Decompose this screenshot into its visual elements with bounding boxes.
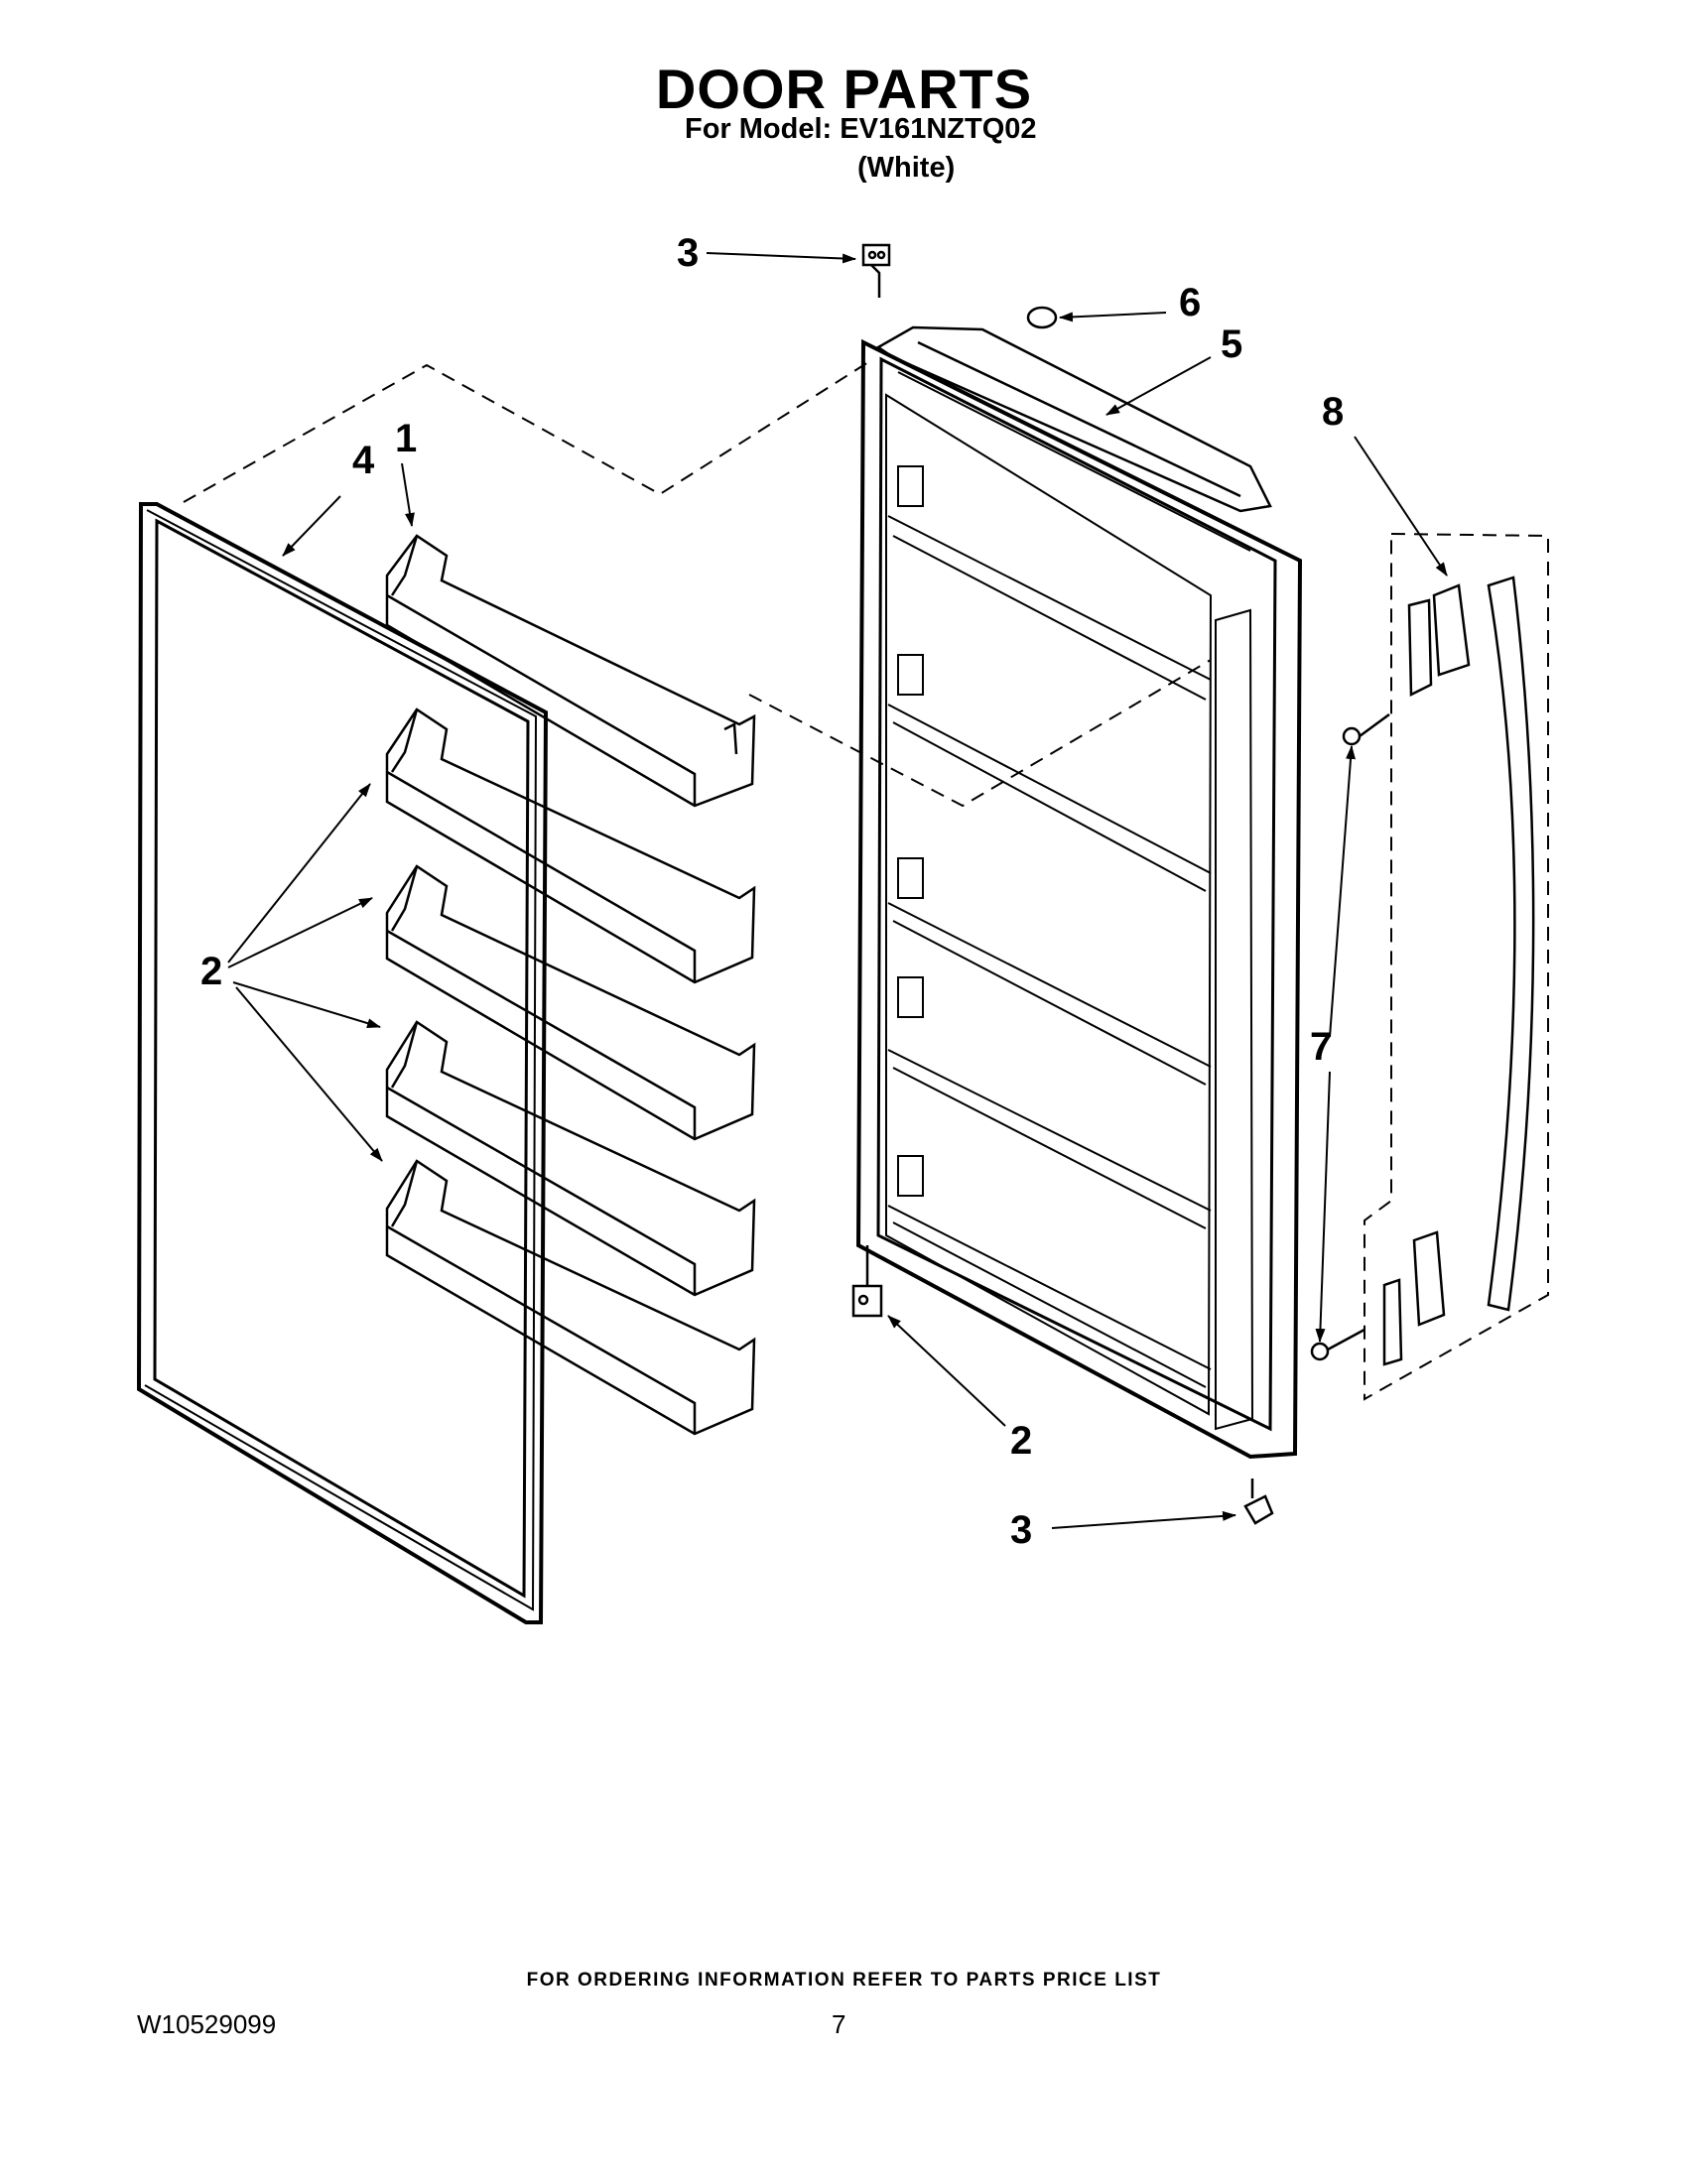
- dashed-alignment-lines: [183, 361, 1549, 1401]
- door-top-trim: [875, 325, 1272, 513]
- model-line: For Model: EV161NZTQ02: [685, 113, 1037, 145]
- hinge-cap-top: [861, 243, 891, 298]
- shelf-bin: [385, 707, 756, 984]
- door-shelf-bins: [385, 534, 756, 1436]
- callout-label-shelf-bin: 1: [395, 417, 417, 460]
- callout-label-hinge-cap-bottom: 3: [1010, 1508, 1032, 1552]
- callout-label-lower-hinge: 2: [1010, 1419, 1032, 1463]
- bin-supports: [897, 465, 924, 1197]
- shelf-bin: [385, 534, 756, 808]
- plug: [1026, 306, 1058, 329]
- door-shelf-rails: [887, 515, 1212, 1388]
- lower-hinge: [851, 1245, 883, 1318]
- document-number: W10529099: [137, 2009, 277, 2039]
- screw-top: [1342, 712, 1390, 746]
- door-gasket: [136, 502, 549, 1624]
- door-handle: [1382, 576, 1535, 1366]
- hinge-cap-bottom: [1243, 1478, 1274, 1525]
- callout-label-hinge-cap-top: 3: [677, 231, 699, 275]
- callout-label-shelf-bins-group: 2: [200, 950, 222, 993]
- callout-label-door-gasket: 4: [352, 439, 375, 482]
- screw-bottom: [1310, 1328, 1365, 1361]
- leader-lines: [227, 252, 1448, 1529]
- ordering-note: FOR ORDERING INFORMATION REFER TO PARTS …: [526, 1970, 1162, 1991]
- shelf-bin: [385, 864, 756, 1141]
- freezer-door-assembly: [855, 325, 1303, 1460]
- page-number: 7: [832, 2009, 846, 2039]
- callout-label-screw: 7: [1310, 1025, 1332, 1069]
- callout-label-handle: 8: [1322, 390, 1344, 434]
- callout-label-door-trim: 5: [1221, 322, 1242, 366]
- callout-label-plug: 6: [1179, 281, 1201, 324]
- callout-labels: 3 6 5 8 1 4 2 7 2 3: [200, 231, 1344, 1552]
- page-title: DOOR PARTS: [655, 58, 1033, 120]
- shelf-bin: [385, 1020, 756, 1297]
- shelf-bin: [385, 1159, 756, 1436]
- color-line: (White): [857, 152, 956, 184]
- page-header: DOOR PARTS For Model: EV161NZTQ02 (White…: [0, 0, 1688, 198]
